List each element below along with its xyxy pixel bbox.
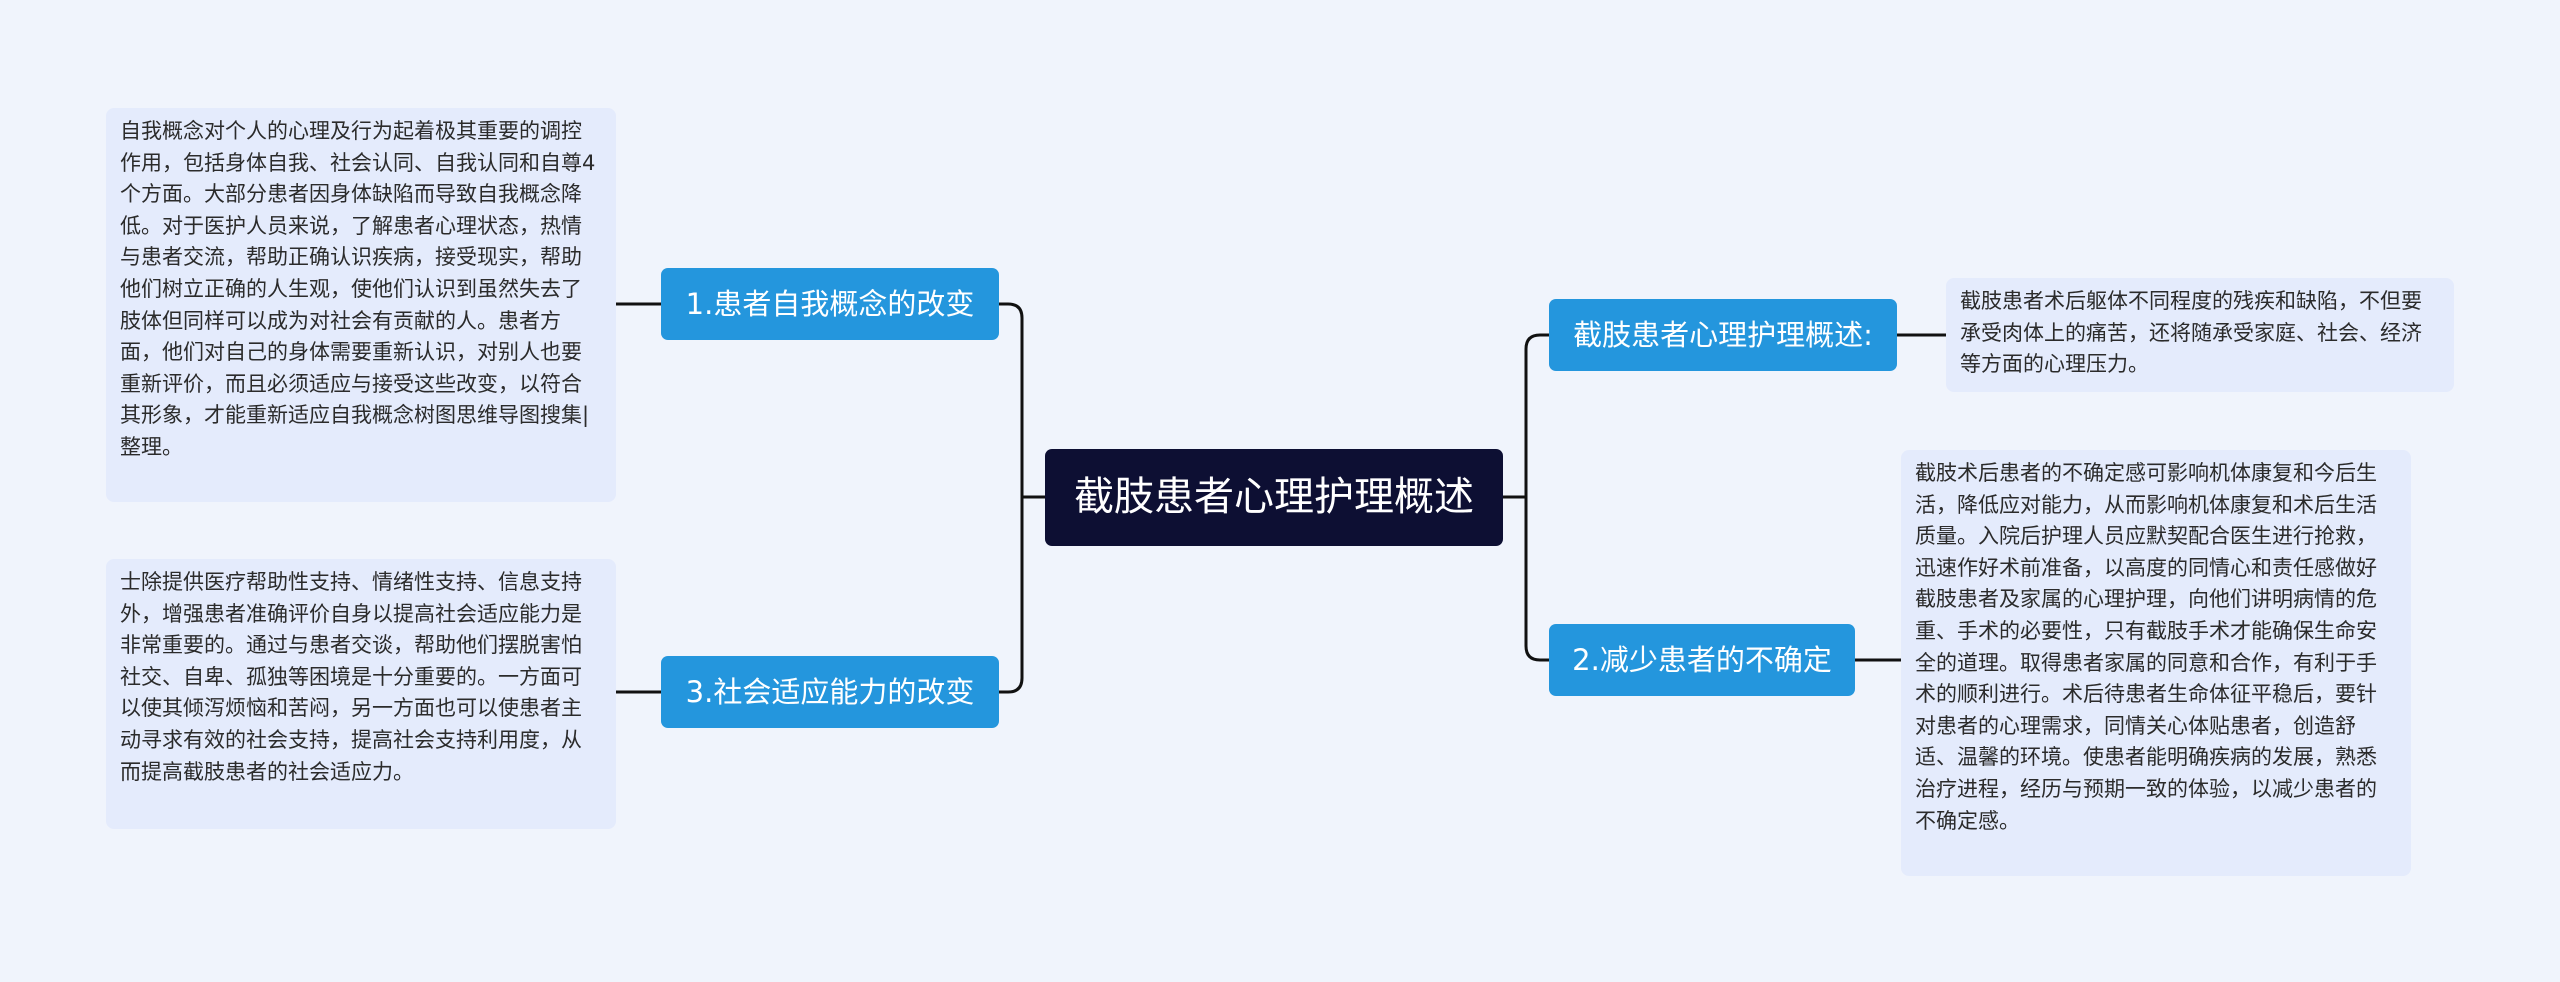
branch-topic-reduce-uncertainty[interactable]: 2.减少患者的不确定 bbox=[1549, 624, 1855, 696]
root-topic[interactable]: 截肢患者心理护理概述 bbox=[1045, 449, 1503, 546]
leaf-note-social-adaptation[interactable]: 士除提供医疗帮助性支持、情绪性支持、信息支持外，增强患者准确评价自身以提高社会适… bbox=[106, 559, 616, 829]
leaf-note-reduce-uncertainty[interactable]: 截肢术后患者的不确定感可影响机体康复和今后生活，降低应对能力，从而影响机体康复和… bbox=[1901, 450, 2411, 876]
branch-topic-self-concept[interactable]: 1.患者自我概念的改变 bbox=[661, 268, 999, 340]
branch-topic-overview[interactable]: 截肢患者心理护理概述: bbox=[1549, 299, 1897, 371]
connector-right-spine bbox=[1524, 333, 1551, 662]
branch-topic-social-adaptation[interactable]: 3.社会适应能力的改变 bbox=[661, 656, 999, 728]
connector-left-spine bbox=[997, 302, 1024, 694]
leaf-note-self-concept[interactable]: 自我概念对个人的心理及行为起着极其重要的调控作用，包括身体自我、社会认同、自我认… bbox=[106, 108, 616, 502]
leaf-note-overview[interactable]: 截肢患者术后躯体不同程度的残疾和缺陷，不但要承受肉体上的痛苦，还将随承受家庭、社… bbox=[1946, 278, 2454, 392]
